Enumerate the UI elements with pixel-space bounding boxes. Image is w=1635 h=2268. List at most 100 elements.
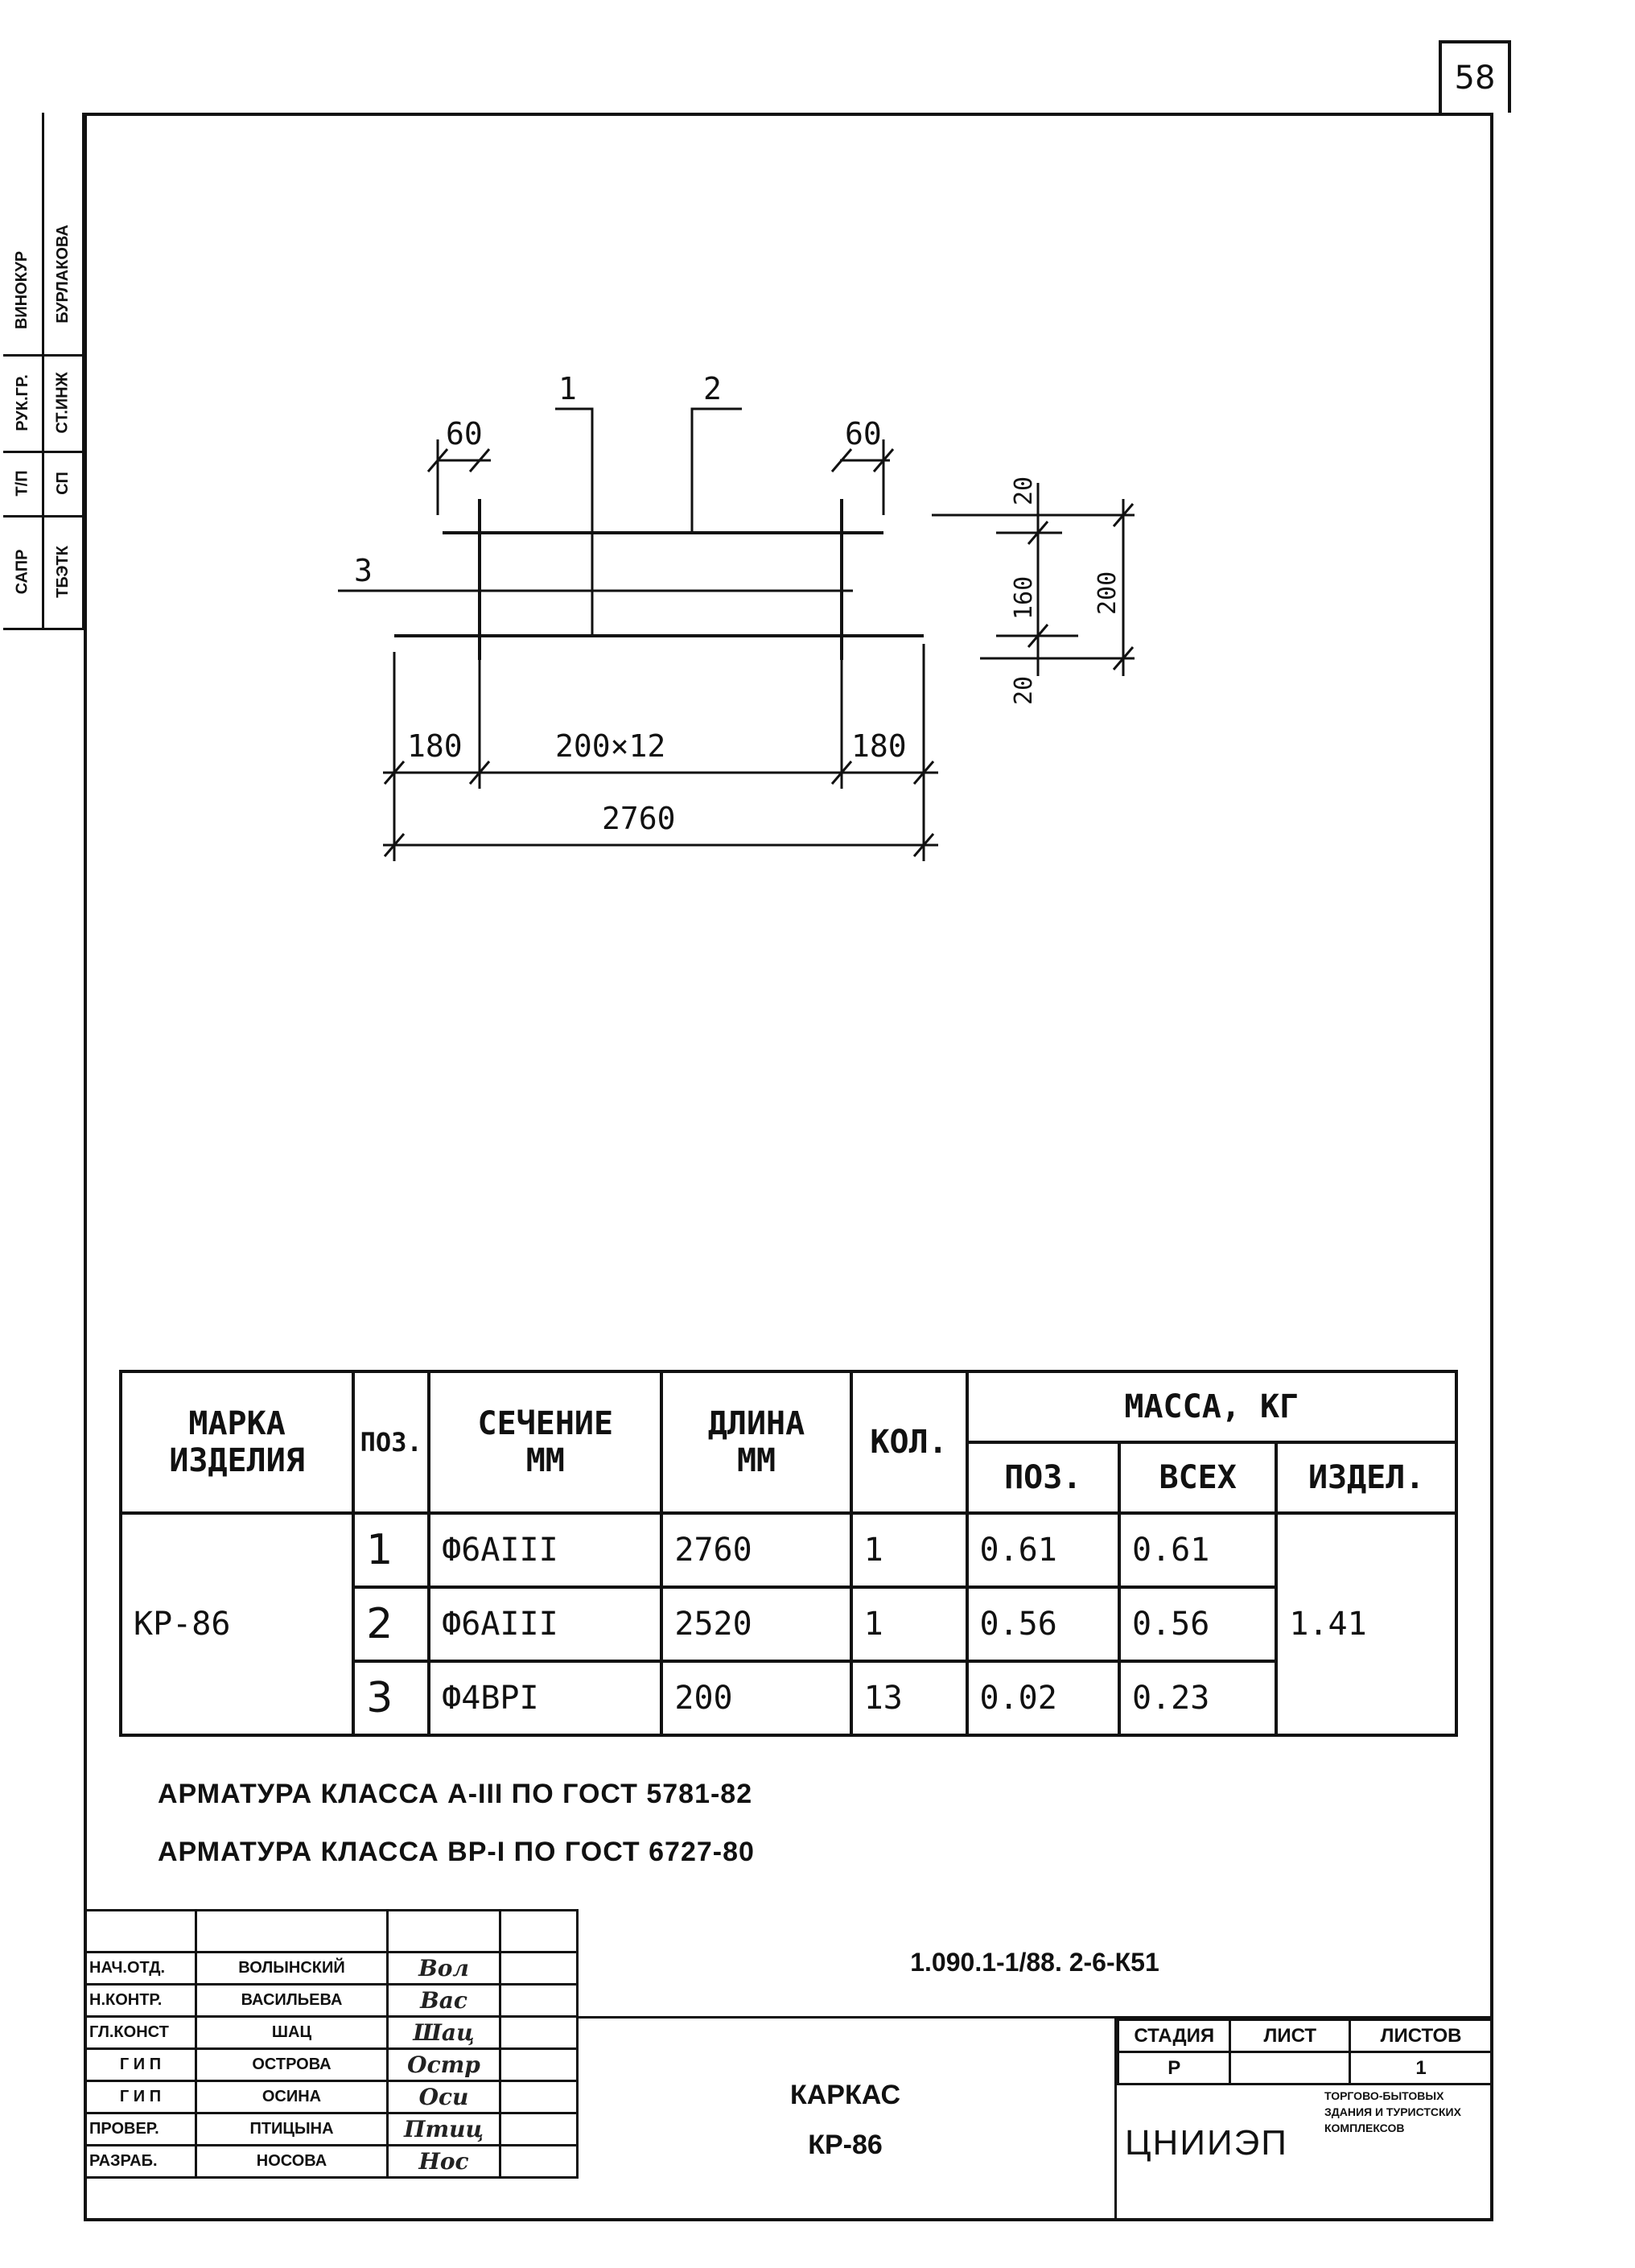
drawing-title: КАРКАС КР-86 bbox=[576, 2019, 1117, 2221]
sheet-number: 58 bbox=[1439, 40, 1511, 113]
stage-value: Р bbox=[1116, 2051, 1232, 2085]
cell-length: 200 bbox=[660, 1660, 853, 1737]
table-row: ПРОВЕР. ПТИЦЫНА Птиц bbox=[84, 2112, 579, 2146]
side-stamp-col2: ТБЭТК СП СТ.ИНЖ БУРЛАКОВА bbox=[43, 113, 84, 628]
pos2-label: 2 bbox=[703, 371, 722, 406]
role-cell: НАЧ.ОТД. bbox=[84, 1951, 197, 1986]
cell-count: 13 bbox=[849, 1660, 969, 1737]
sheets-header: ЛИСТОВ bbox=[1349, 2019, 1493, 2053]
cell-length: 2760 bbox=[660, 1511, 853, 1589]
role-cell: Н.КОНТР. bbox=[84, 1983, 197, 2018]
title-block-people: НАЧ.ОТД. ВОЛЫНСКИЙ Вол Н.КОНТР. ВАСИЛЬЕВ… bbox=[84, 1909, 579, 2179]
pos3-label: 3 bbox=[354, 553, 373, 588]
note-line: АРМАТУРА КЛАССА А-III ПО ГОСТ 5781-82 bbox=[158, 1779, 753, 1809]
title-block-main: 1.090.1-1/88. 2-6-К51 КАРКАС КР-86 СТАДИ… bbox=[576, 1909, 1493, 2221]
title-line: КАРКАС bbox=[790, 2080, 900, 2110]
stage-table: СТАДИЯ ЛИСТ ЛИСТОВ Р 1 bbox=[1116, 2019, 1493, 2085]
document-code: 1.090.1-1/88. 2-6-К51 bbox=[576, 1909, 1493, 2019]
cell-mass-pos: 0.02 bbox=[965, 1660, 1121, 1737]
organization-description: торгово-бытовых здания и туристских комп… bbox=[1324, 2089, 1461, 2134]
cell-section: Ф4ВРI bbox=[427, 1660, 664, 1737]
cell-pos: 2 bbox=[352, 1586, 431, 1663]
name-cell: ОСИНА bbox=[195, 2080, 389, 2114]
signature: Оси bbox=[386, 2080, 501, 2114]
table-row: КР-86 1 Ф6АIII 2760 1 0.61 0.61 1.41 bbox=[118, 1511, 1458, 1737]
table-row: 3 Ф4ВРI 200 13 0.02 0.23 bbox=[121, 1660, 1456, 1737]
cell-mass-all: 0.23 bbox=[1117, 1660, 1279, 1737]
cell-count: 1 bbox=[849, 1586, 969, 1663]
header-count: КОЛ. bbox=[849, 1370, 969, 1515]
pos1-leader bbox=[555, 407, 594, 636]
header-mass: МАССА, КГ bbox=[965, 1370, 1459, 1444]
side-stamp-col1: САПР Т/П РУК.ГР. ВИНОКУР bbox=[3, 113, 44, 628]
cell-section: Ф6АIII bbox=[427, 1586, 664, 1663]
pos1-label: 1 bbox=[558, 371, 577, 406]
signature: Вол bbox=[386, 1951, 501, 1986]
signature: Нос bbox=[386, 2144, 501, 2179]
header-length: ДЛИНА ММ bbox=[660, 1370, 853, 1515]
header-mass-item: ИЗДЕЛ. bbox=[1275, 1441, 1458, 1515]
role-cell: ПРОВЕР. bbox=[84, 2112, 197, 2146]
dim-side-top: 20 bbox=[1010, 476, 1038, 505]
signature: Вас bbox=[386, 1983, 501, 2018]
cage-drawing: 1 2 3 60 60 180 200×12 180 2760 20 160 2… bbox=[338, 371, 1135, 861]
pos2-leader bbox=[690, 407, 742, 533]
name-cell: ОСТРОВА bbox=[195, 2047, 389, 2082]
stage-header: СТАДИЯ bbox=[1116, 2019, 1232, 2053]
role-cell: Г И П bbox=[84, 2047, 197, 2082]
signature: Птиц bbox=[386, 2112, 501, 2146]
dim-top-left: 60 bbox=[446, 416, 483, 452]
drawing-lines bbox=[338, 407, 1135, 861]
header-mass-all: ВСЕХ bbox=[1117, 1441, 1279, 1515]
table-row: Г И П ОСТРОВА Остр bbox=[84, 2047, 579, 2082]
cell-pos: 3 bbox=[352, 1660, 431, 1737]
cell-count: 1 bbox=[849, 1511, 969, 1589]
name-cell: ШАЦ bbox=[195, 2015, 389, 2050]
cell-pos: 1 bbox=[352, 1511, 431, 1589]
side-stamp: САПР Т/П РУК.ГР. ВИНОКУР ТБЭТК СП СТ.ИНЖ… bbox=[3, 113, 84, 630]
signature: Шац bbox=[386, 2015, 501, 2050]
cell-section: Ф6АIII bbox=[427, 1511, 664, 1589]
table-row: Г И П ОСИНА Оси bbox=[84, 2080, 579, 2114]
sheet-value bbox=[1229, 2051, 1352, 2085]
table-row: НАЧ.ОТД. ВОЛЫНСКИЙ Вол bbox=[84, 1951, 579, 1986]
name-cell: ПТИЦЫНА bbox=[195, 2112, 389, 2146]
signature: Остр bbox=[386, 2047, 501, 2082]
organization-name: ЦНИИЭП bbox=[1125, 2123, 1288, 2163]
specification-table: МАРКА ИЗДЕЛИЯ ПОЗ. СЕЧЕНИЕ ММ ДЛИНА ММ К… bbox=[118, 1370, 1459, 1737]
table-row: 2 Ф6АIII 2520 1 0.56 0.56 bbox=[121, 1586, 1456, 1663]
dim-side-mid: 160 bbox=[1010, 576, 1038, 620]
sheet-frame bbox=[84, 113, 1493, 2221]
note-line: АРМАТУРА КЛАССА ВР-I ПО ГОСТ 6727-80 bbox=[158, 1837, 755, 1867]
header-section: СЕЧЕНИЕ ММ bbox=[427, 1370, 664, 1515]
role-cell: РАЗРАБ. bbox=[84, 2144, 197, 2179]
dim-right: 180 bbox=[851, 728, 907, 764]
sheets-value: 1 bbox=[1349, 2051, 1493, 2085]
role-cell: ГЛ.КОНСТ bbox=[84, 2015, 197, 2050]
dim-side-bottom: 20 bbox=[1010, 676, 1038, 705]
table-row: РАЗРАБ. НОСОВА Нос bbox=[84, 2144, 579, 2179]
dim-left: 180 bbox=[407, 728, 463, 764]
organization: ЦНИИЭП торгово-бытовых здания и туристск… bbox=[1117, 2083, 1493, 2221]
name-cell: ВОЛЫНСКИЙ bbox=[195, 1951, 389, 1986]
table-row: ГЛ.КОНСТ ШАЦ Шац bbox=[84, 2015, 579, 2050]
header-mark: МАРКА ИЗДЕЛИЯ bbox=[118, 1370, 356, 1515]
header-mass-pos: ПОЗ. bbox=[965, 1441, 1121, 1515]
name-cell: ВАСИЛЬЕВА bbox=[195, 1983, 389, 2018]
role-cell: Г И П bbox=[84, 2080, 197, 2114]
dim-side-total: 200 bbox=[1093, 571, 1122, 615]
dim-total: 2760 bbox=[602, 801, 676, 836]
title-line: КР-86 bbox=[808, 2130, 883, 2160]
cell-mass-pos: 0.56 bbox=[965, 1586, 1121, 1663]
cell-mass-all: 0.61 bbox=[1117, 1511, 1279, 1589]
cell-length: 2520 bbox=[660, 1586, 853, 1663]
dim-middle: 200×12 bbox=[555, 728, 665, 764]
cell-mark: КР-86 bbox=[118, 1511, 356, 1737]
cell-mass-item: 1.41 bbox=[1275, 1511, 1458, 1737]
cell-mass-pos: 0.61 bbox=[965, 1511, 1121, 1589]
cell-mass-all: 0.56 bbox=[1117, 1586, 1279, 1663]
sheet-header: ЛИСТ bbox=[1229, 2019, 1352, 2053]
drawing-labels: 1 2 3 60 60 180 200×12 180 2760 20 160 2… bbox=[354, 371, 1122, 836]
table-row: Н.КОНТР. ВАСИЛЬЕВА Вас bbox=[84, 1983, 579, 2018]
dim-top-right: 60 bbox=[845, 416, 882, 452]
